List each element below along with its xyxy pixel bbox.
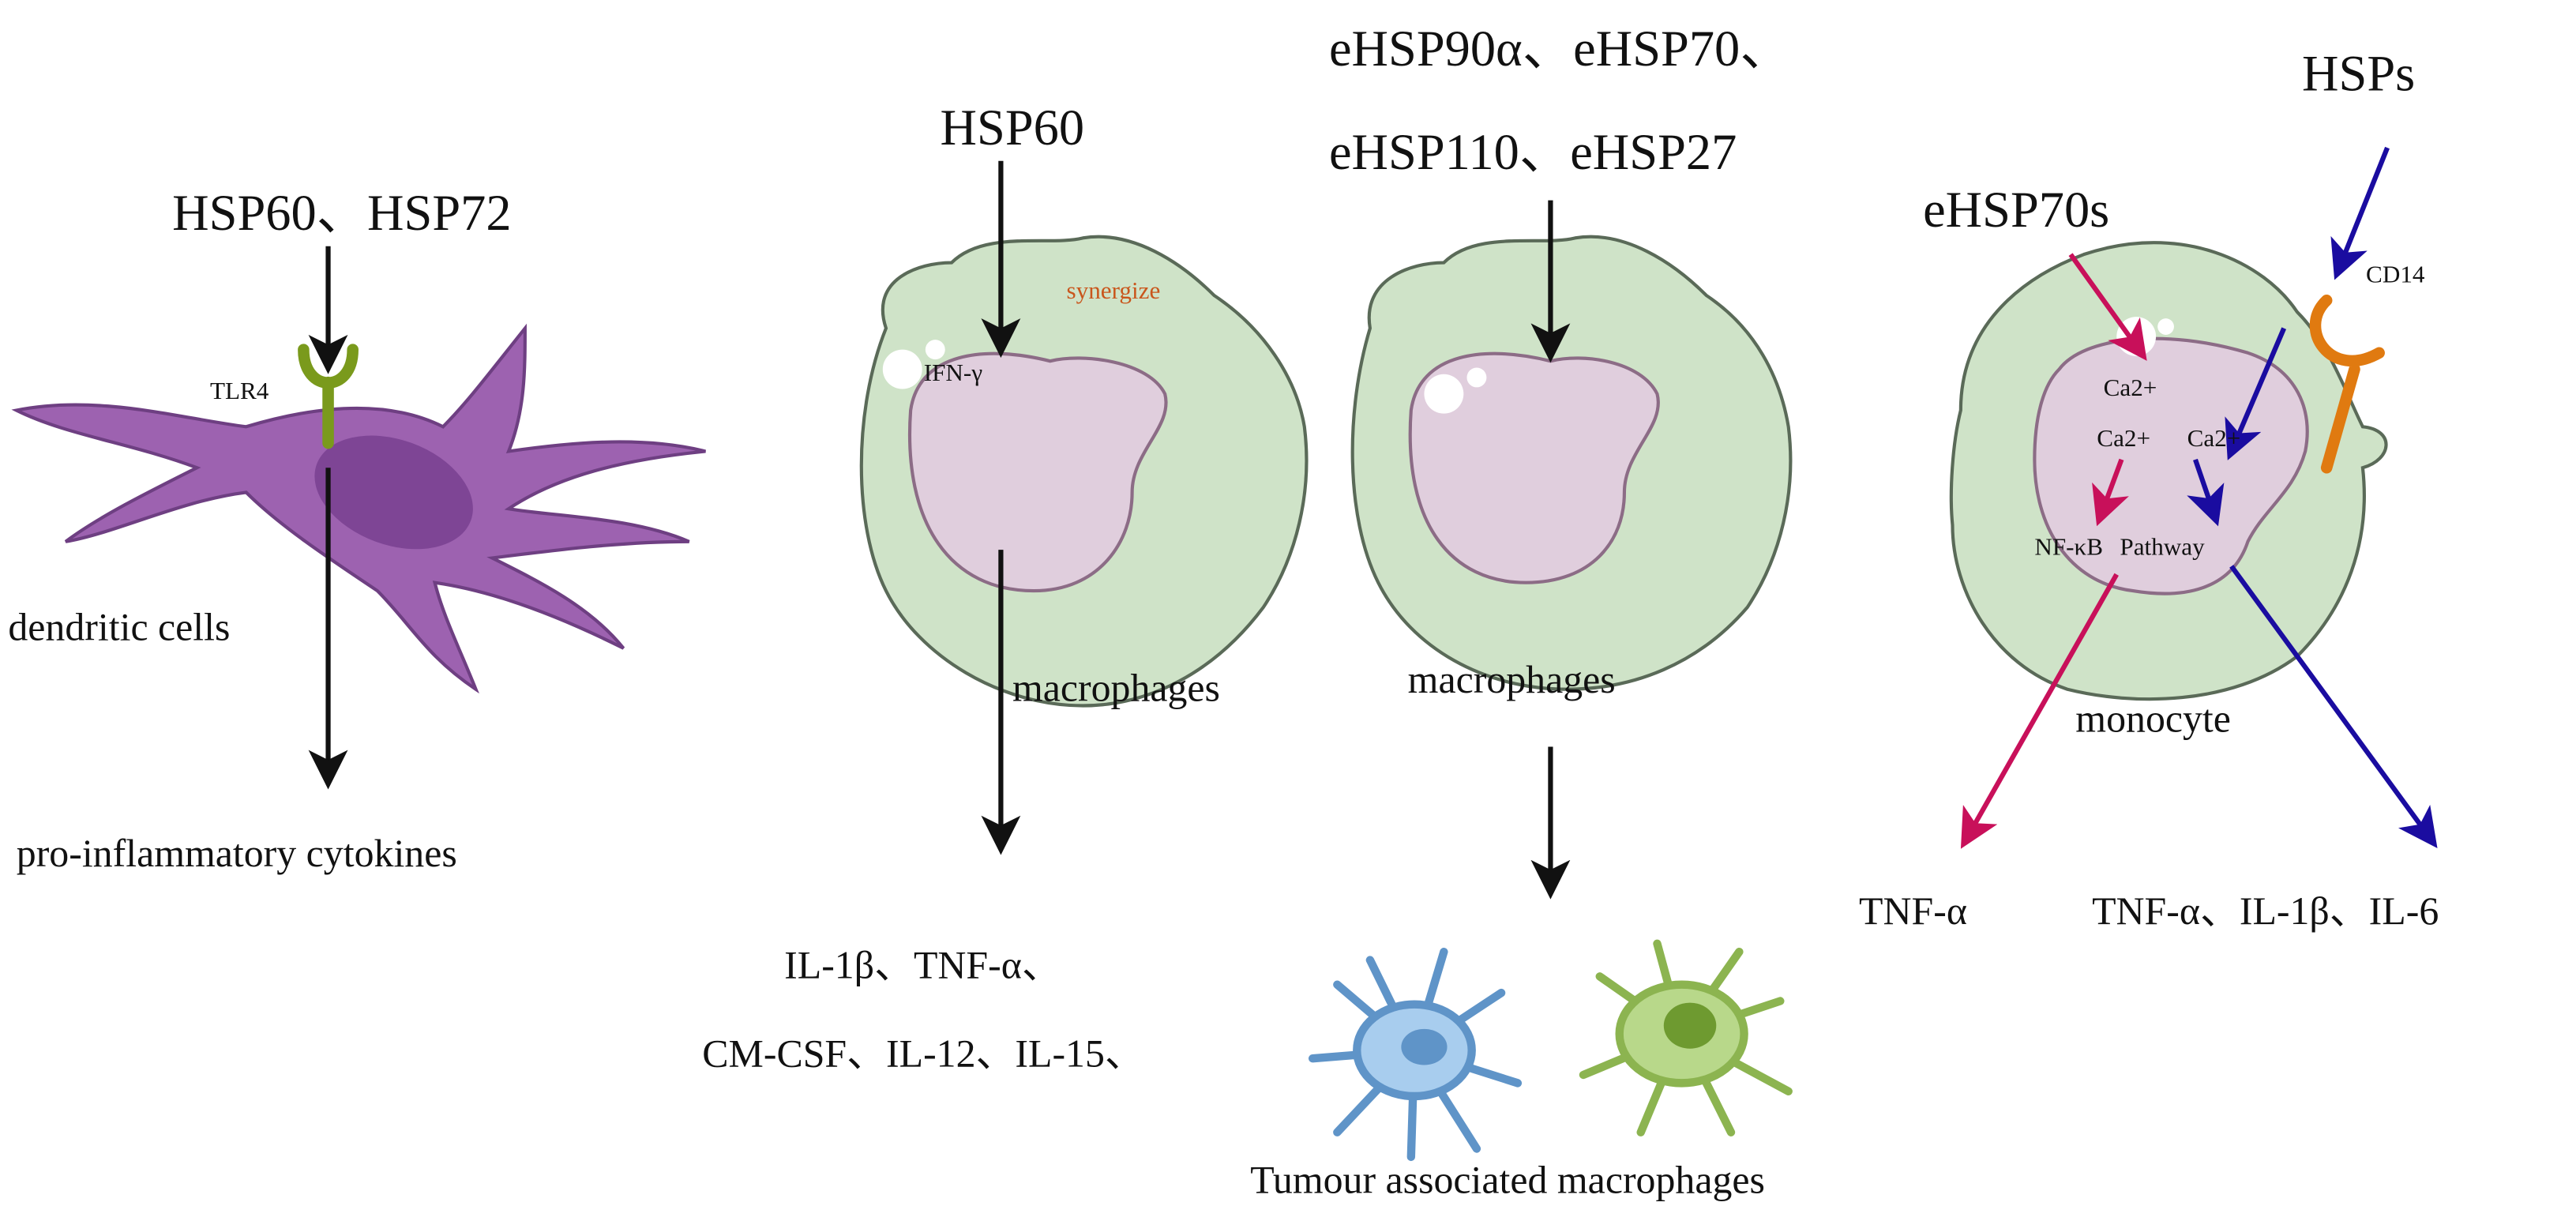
macrophage-2-nucleus xyxy=(1408,351,1660,584)
highlight xyxy=(925,340,945,360)
tam-label: Tumour associated macrophages xyxy=(1250,1159,1765,1202)
tlr4-receptor-icon xyxy=(298,344,359,449)
dendritic-cell-label: dendritic cells xyxy=(8,605,230,648)
macrophage-1-input-label: HSP60 xyxy=(941,100,1085,156)
dendritic-input-label: HSP60、HSP72 xyxy=(172,185,511,241)
macrophage-1-panel: HSP60 synergize IFN-γ macrophages IL-1β、… xyxy=(702,100,1309,1076)
ca2-label-1: Ca2+ xyxy=(2104,374,2157,401)
tlr4-label: TLR4 xyxy=(210,377,269,404)
pink-arrow-icon xyxy=(2068,253,2147,361)
ifn-gamma-label: IFN-γ xyxy=(924,359,983,386)
macrophage-2-panel: eHSP90α、eHSP70、 eHSP110、eHSP27 macrophag… xyxy=(1250,21,1793,1202)
blue-arrow-icon xyxy=(2187,458,2225,527)
synergize-label: synergize xyxy=(1067,276,1161,304)
tam-blue-cell-icon xyxy=(1308,947,1523,1162)
blue-arrow-icon xyxy=(2229,565,2438,848)
ca2-label-2: Ca2+ xyxy=(2097,424,2150,452)
pathway-label: Pathway xyxy=(2120,532,2205,560)
monocyte-nucleus xyxy=(2033,336,2309,595)
macrophage-2-label: macrophages xyxy=(1408,658,1616,701)
macrophage-1-output-line1: IL-1β、TNF-α、 xyxy=(784,943,1061,986)
highlight xyxy=(1424,374,1464,414)
highlight xyxy=(882,349,922,389)
pink-arrow-icon xyxy=(2092,458,2129,527)
highlight xyxy=(2157,318,2174,335)
blue-arrow-icon xyxy=(2330,146,2390,280)
highlight xyxy=(1466,367,1487,388)
tam-green-cell-icon xyxy=(1579,939,1793,1136)
ehsp70s-label: eHSP70s xyxy=(1923,182,2109,238)
monocyte-panel: eHSP70s HSPs CD14 Ca2+ Ca2+ Ca2+ NF-κB P… xyxy=(1859,45,2439,932)
cd14-label: CD14 xyxy=(2366,260,2425,287)
cytokines-label: TNF-α、IL-1β、IL-6 xyxy=(2092,889,2439,933)
ca2-label-3: Ca2+ xyxy=(2187,424,2241,452)
hsps-label: HSPs xyxy=(2302,45,2415,101)
nfkb-label: NF-κB xyxy=(2034,532,2103,560)
dendritic-nucleus xyxy=(314,435,473,550)
blue-arrow-icon xyxy=(2225,327,2287,460)
monocyte-label: monocyte xyxy=(2075,697,2231,741)
macrophage-1-label: macrophages xyxy=(1012,666,1220,709)
macrophage-2-input-line1: eHSP90α、eHSP70、 xyxy=(1329,21,1791,77)
cd14-receptor-icon xyxy=(2309,295,2385,474)
dendritic-output-label: pro-inflammatory cytokines xyxy=(17,832,457,875)
pink-arrow-icon xyxy=(1960,573,2119,849)
macrophage-2-input-line2: eHSP110、eHSP27 xyxy=(1329,124,1737,180)
macrophage-1-output-line2: CM-CSF、IL-12、IL-15、 xyxy=(702,1032,1144,1076)
dendritic-cell-panel: HSP60、HSP72 TLR4 dendritic cells pro-inf… xyxy=(8,185,706,875)
tnf-alpha-label: TNF-α xyxy=(1859,889,1967,933)
